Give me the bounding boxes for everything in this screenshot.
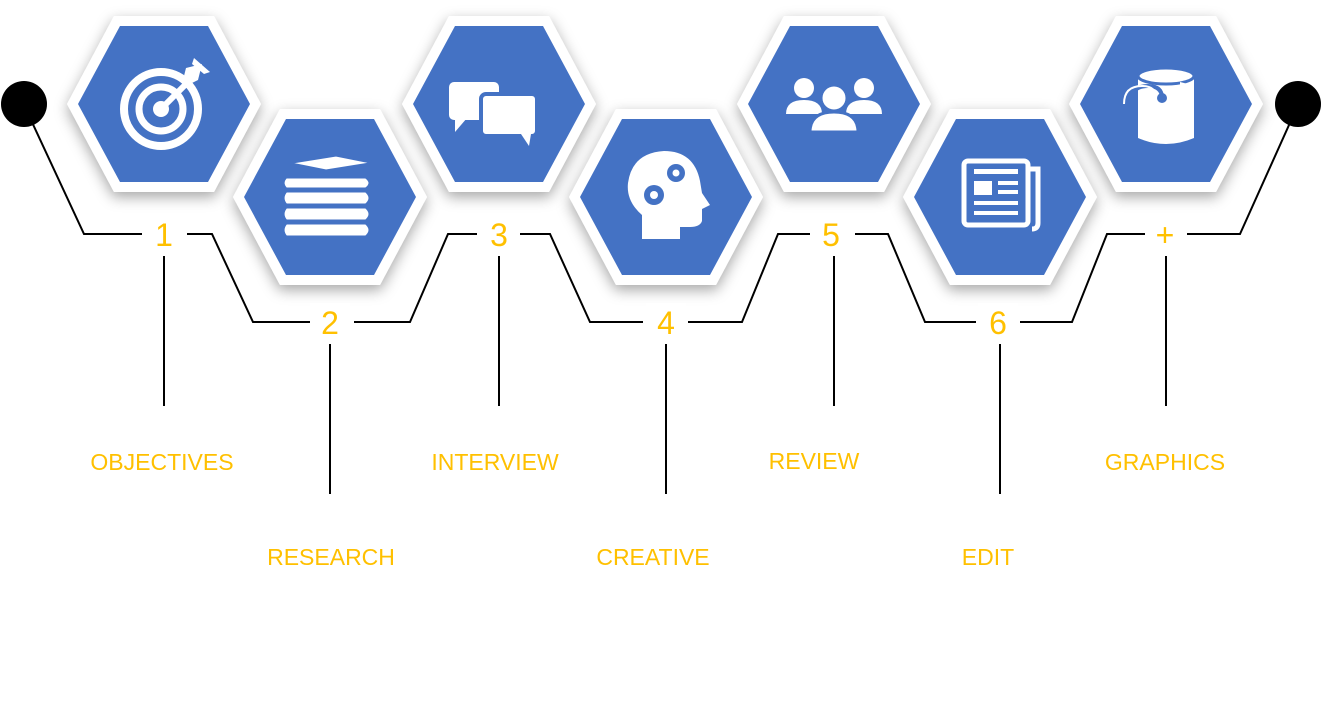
- connector-3-4: [520, 233, 643, 323]
- hexagon-6: [903, 109, 1097, 285]
- head-gears-icon: [627, 151, 710, 239]
- step-number: 4: [657, 305, 675, 341]
- step-label: CREATIVE: [596, 544, 709, 570]
- step-number: 5: [822, 217, 840, 253]
- connector-4-5: [688, 233, 810, 323]
- step-label: RESEARCH: [267, 544, 395, 570]
- end-dot: [1275, 81, 1321, 127]
- books-icon: [281, 153, 377, 239]
- hexagon-2: [233, 109, 427, 285]
- connector-lines: [23, 104, 1299, 494]
- hexagon-3: [402, 16, 596, 192]
- connector-5-6: [855, 233, 976, 323]
- connector-end: [1187, 104, 1299, 235]
- target-icon: [120, 58, 210, 150]
- paint-bucket-icon: [1123, 66, 1196, 144]
- hexagon-1: [67, 16, 261, 192]
- step-label: REVIEW: [769, 448, 860, 474]
- step-number: 1: [155, 217, 173, 253]
- people-group-icon: [786, 78, 882, 134]
- connector-1-2: [187, 233, 310, 323]
- start-dot: [1, 81, 47, 127]
- step-number: 2: [321, 305, 339, 341]
- step-number: 6: [989, 305, 1007, 341]
- step-label: INTERVIEW: [431, 449, 559, 475]
- step-number: +: [1156, 217, 1175, 253]
- chat-bubbles-icon: [449, 82, 539, 146]
- step-number: 3: [490, 217, 508, 253]
- step-label: OBJECTIVES: [90, 449, 233, 475]
- connector-6-plus: [1020, 233, 1145, 323]
- step-label: GRAPHICS: [1105, 449, 1225, 475]
- hexagon-4: [569, 109, 763, 285]
- connector-2-3: [354, 233, 477, 323]
- connector-start: [23, 104, 142, 235]
- newspaper-icon: [961, 158, 1041, 232]
- step-labels: OBJECTIVES RESEARCH INTERVIEW CREATIVE R…: [90, 448, 1225, 570]
- hexagon-plus: [1069, 16, 1263, 192]
- step-label: EDIT: [962, 544, 1014, 570]
- step-numbers: 1 2 3 4 5 6 +: [144, 215, 1185, 343]
- hexagon-5: [737, 16, 931, 192]
